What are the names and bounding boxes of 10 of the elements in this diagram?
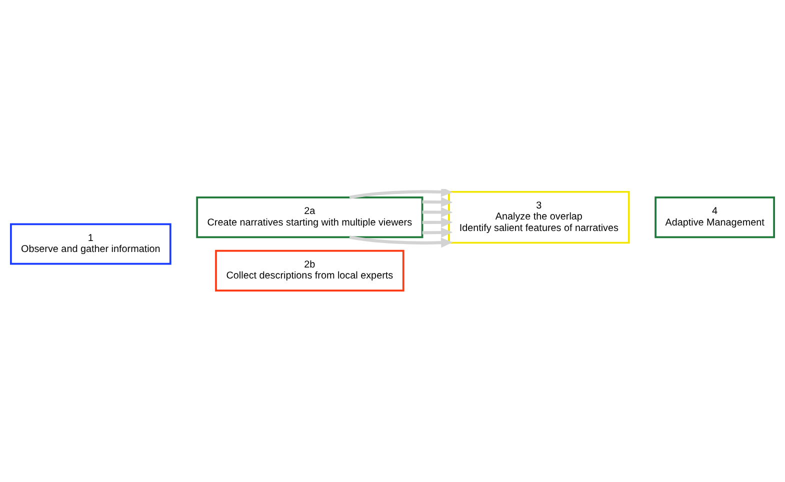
node-box: 4 Adaptive Management xyxy=(654,196,775,238)
node-box: 2a Create narratives starting with multiple viewers xyxy=(196,196,424,238)
arrow xyxy=(422,217,453,228)
arrow xyxy=(422,207,453,218)
node-box: 3 Analyze the overlap Identify salient features of narratives xyxy=(448,190,630,244)
node-box: 2b Collect descriptions from local experts xyxy=(215,250,404,292)
node-box: 1 Observe and gather information xyxy=(10,223,172,265)
arrow xyxy=(349,189,453,199)
arrow xyxy=(422,227,453,238)
arrow xyxy=(422,197,453,208)
